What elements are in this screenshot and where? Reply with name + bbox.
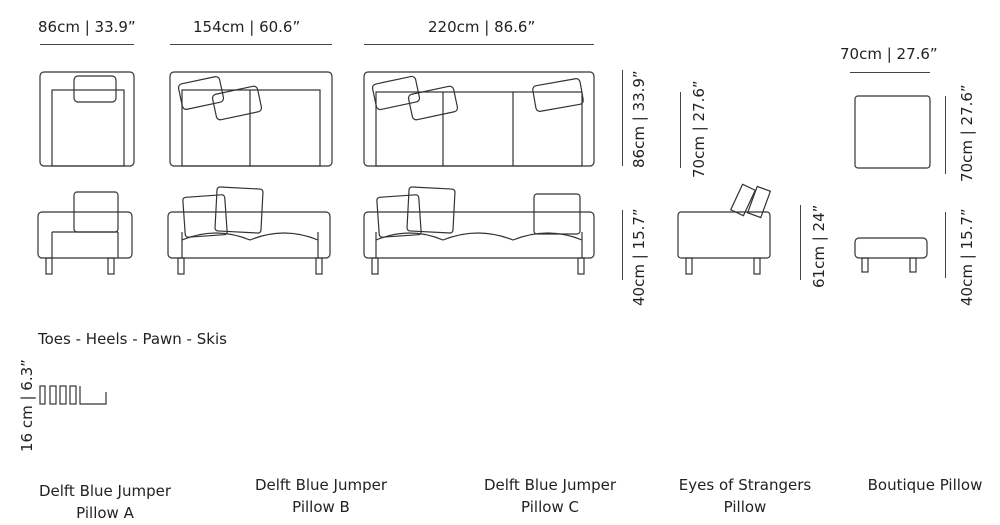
pillow-caption-a: Delft Blue Jumper Pillow A <box>20 480 190 524</box>
pillow-caption-c: Delft Blue Jumper Pillow C <box>465 474 635 518</box>
sofa-3-seat-top-view <box>363 71 595 167</box>
pillow-c-line1: Delft Blue Jumper <box>483 476 617 494</box>
pillow-a-line1: Delft Blue Jumper <box>38 482 172 500</box>
sofa-2-seat-top-view <box>169 71 333 167</box>
pillow-caption-boutique: Boutique Pillow <box>850 474 1000 496</box>
pillow-caption-eyes: Eyes of Strangers Pillow <box>660 474 830 518</box>
pillow-boutique-line1: Boutique Pillow <box>867 476 983 494</box>
width-label-220: 220cm | 86.6” <box>428 18 536 36</box>
pillow-b-line1: Delft Blue Jumper <box>254 476 388 494</box>
width-label-154: 154cm | 60.6” <box>193 18 301 36</box>
width-rule-70 <box>850 72 930 73</box>
sofa-3-seat-front-view <box>363 186 595 275</box>
ottoman-front-view <box>854 237 928 273</box>
pillow-eyes-line1: Eyes of Strangers <box>678 476 812 494</box>
width-rule-220 <box>364 44 594 45</box>
height-rule-40 <box>622 210 623 280</box>
sofa-2-seat-front-view <box>167 186 331 275</box>
pillow-b-line2: Pillow B <box>292 498 350 516</box>
width-label-86: 86cm | 33.9” <box>38 18 136 36</box>
pillow-caption-b: Delft Blue Jumper Pillow B <box>236 474 406 518</box>
pillow-eyes-line2: Pillow <box>723 498 767 516</box>
ottoman-top-view <box>854 95 931 169</box>
armchair-top-view <box>39 71 135 167</box>
pillow-c-line2: Pillow C <box>521 498 579 516</box>
depth-rule-86 <box>622 70 623 166</box>
legs-title: Toes - Heels - Pawn - Skis <box>38 330 227 348</box>
height-rule-40-ottoman <box>945 212 946 278</box>
width-rule-86 <box>40 44 134 45</box>
depth-rule-70-side <box>680 92 681 168</box>
pillow-a-line2: Pillow A <box>76 504 134 522</box>
depth-rule-70-ottoman <box>945 96 946 174</box>
sofa-side-view <box>677 183 772 275</box>
width-rule-154 <box>170 44 332 45</box>
height-rule-61 <box>800 205 801 280</box>
armchair-front-view <box>37 191 133 275</box>
leg-options <box>39 385 107 405</box>
width-label-70: 70cm | 27.6” <box>840 45 938 63</box>
